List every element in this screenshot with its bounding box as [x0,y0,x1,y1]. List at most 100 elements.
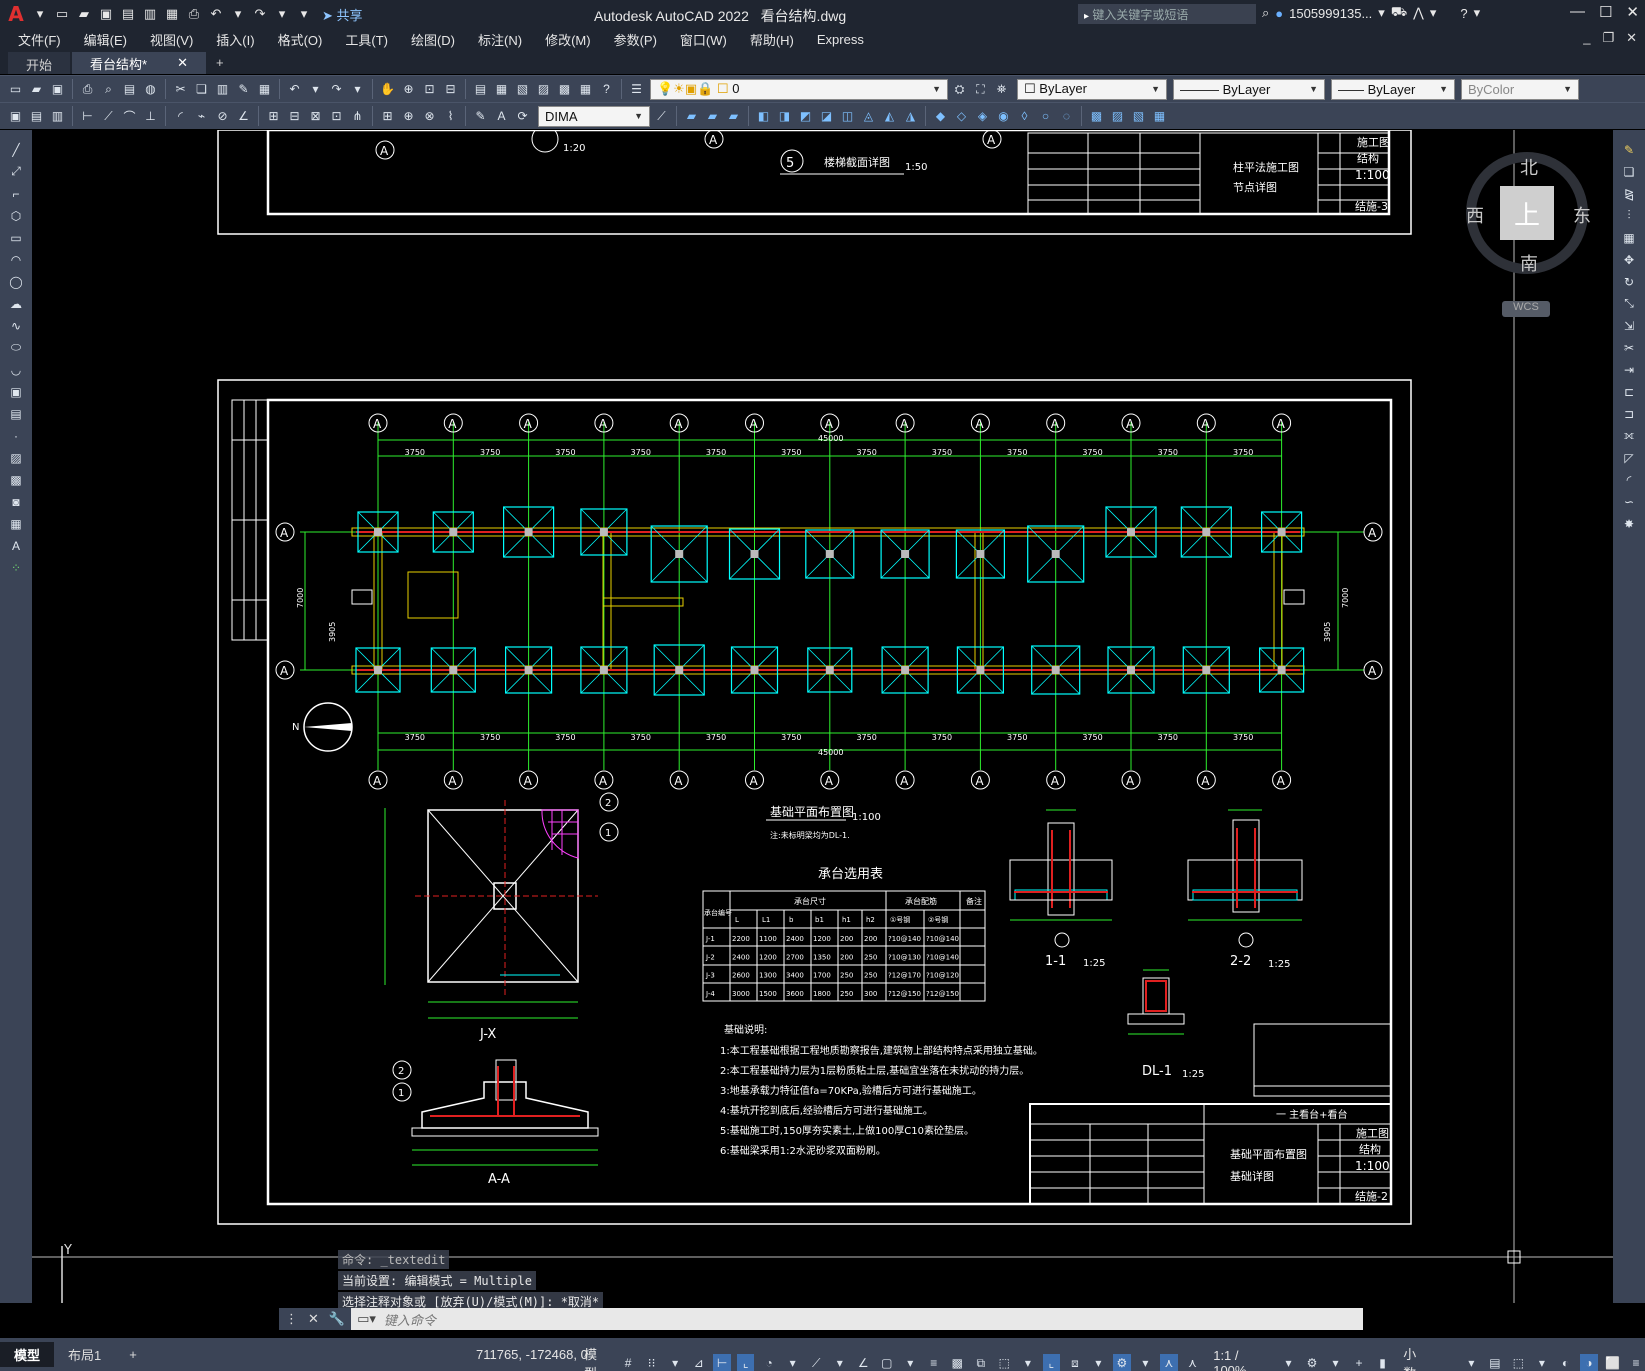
graphics-performance-icon[interactable]: ◑ [1580,1354,1598,1371]
menu-draw[interactable]: 绘图(D) [410,32,456,48]
customization-icon[interactable]: ≡ [1632,1356,1640,1370]
copy-object-icon[interactable]: ❏ [1623,164,1635,179]
undo-dropdown-icon[interactable]: ▾ [234,6,242,21]
drawing-canvas[interactable]: 柱平法施工图 节点详图 施工图 结构 1:100 结施-3 A A A 1:20… [32,130,1613,1303]
gradient-icon[interactable]: ▩ [10,472,22,487]
annotation-visibility-icon[interactable]: ⚙ [1113,1354,1131,1371]
continue-dim-icon[interactable]: ⊠ [310,109,321,123]
help-search-input[interactable]: ▸ 键入关键字或短语 [1078,4,1256,24]
spline-icon[interactable]: ∿ [10,318,22,333]
tb-icon-c7[interactable]: ◭ [884,109,895,123]
dim-style-icon[interactable]: ⟋ [657,108,666,123]
polar-dropdown-icon[interactable]: ▾ [789,1356,796,1370]
tb-icon-e1[interactable]: ▩ [1090,109,1103,123]
minimize-icon[interactable]: — [1569,3,1585,20]
tb-icon-b3[interactable]: ▰ [728,109,739,123]
help-icon[interactable]: ? [1460,5,1468,21]
tb-icon-e4[interactable]: ▦ [1153,109,1166,123]
grid-icon[interactable]: # [624,1356,632,1370]
3d-dwf-icon[interactable]: ◍ [145,82,156,96]
tb-icon-c1[interactable]: ◧ [757,109,770,123]
units-value[interactable]: 小数 [1403,1347,1417,1371]
compass-north[interactable]: 北 [1520,158,1538,178]
plot-icon[interactable]: ⎙ [82,81,93,96]
annotation-scale-icon[interactable]: ⋏ [1188,1356,1197,1370]
tb-icon-c4[interactable]: ◪ [820,109,833,123]
new-tab-button[interactable]: + [208,52,232,74]
chamfer-icon[interactable]: ◸ [1624,450,1634,465]
snap-icon[interactable]: ⁝⁝ [647,1356,656,1370]
tb-icon-d1[interactable]: ◆ [935,109,946,123]
jogged-dim-icon[interactable]: ⌁ [197,109,206,123]
ordinate-dim-icon[interactable]: ⊥ [145,109,156,123]
share-button[interactable]: ➤ 共享 [322,7,363,23]
user-icon[interactable]: ● [1275,5,1284,21]
menu-modify[interactable]: 修改(M) [545,32,591,48]
close-icon[interactable]: ✕ [1626,4,1639,21]
open-icon[interactable]: ▰ [31,82,42,96]
dim-break-icon[interactable]: ⋔ [352,109,363,123]
gizmo-dropdown-icon[interactable]: ▾ [1095,1356,1102,1370]
command-prompt-icon[interactable]: ▭▾ [357,1311,376,1326]
tb-icon-c6[interactable]: ◬ [863,109,874,123]
viewcube[interactable]: 上 北 南 东 西 [1466,152,1591,274]
tb-icon-d2[interactable]: ◇ [956,109,967,123]
erase-icon[interactable]: ✎ [1623,142,1635,157]
polygon-icon[interactable]: ⬡ [10,208,22,223]
menu-dimension[interactable]: 标注(N) [478,32,523,48]
redo-tb-icon[interactable]: ↷ [331,82,342,96]
revision-cloud-icon[interactable]: ☁ [10,296,22,311]
match-prop-icon[interactable]: ✎ [238,82,249,96]
tb-icon-c8[interactable]: ◮ [905,109,916,123]
tb-icon-b1[interactable]: ▰ [686,109,697,123]
insert-block-icon[interactable]: ▣ [10,384,22,399]
point-icon[interactable]: · [14,428,18,443]
lock-ui-icon[interactable]: ⬚ [1512,1356,1525,1370]
transparency-icon[interactable]: ▩ [951,1356,963,1370]
arc-length-icon[interactable]: ⌒ [123,109,136,124]
lineweight-toggle-icon[interactable]: ≡ [930,1356,938,1370]
tb-icon-c2[interactable]: ◨ [778,109,791,123]
polyline-icon[interactable]: ⌐ [12,186,20,201]
offset-icon[interactable]: ⫶ [1627,208,1631,222]
tb-icon-d5[interactable]: ◊ [1021,109,1028,123]
command-line[interactable]: ⋮ ✕ 🔧 ▭▾ 键入命令 [279,1308,1363,1330]
break-icon[interactable]: ⊐ [1623,406,1635,421]
tb-icon-e2[interactable]: ▨ [1111,109,1124,123]
search-icon[interactable]: ⌕ [1262,5,1270,20]
dimstyle-dropdown[interactable]: DIMA▼ [538,105,650,127]
layer-state-icon[interactable]: ⛯ [996,81,1007,96]
tab-layout1[interactable]: 布局1 [68,1348,102,1363]
print-icon[interactable]: ⎙ [188,6,200,21]
annotation-monitor-icon[interactable]: + [1355,1356,1363,1370]
grip-icon[interactable]: ⋮ [285,1311,298,1326]
pan-icon[interactable]: ✋ [380,82,395,96]
tb-icon-a3[interactable]: ▥ [51,109,64,123]
markup-icon[interactable]: ▩ [558,82,571,96]
a360-dropdown-icon[interactable]: ▾ [1429,5,1437,20]
move-icon[interactable]: ✥ [1623,252,1635,267]
selection-cycling-icon[interactable]: ⧉ [976,1355,986,1370]
tb-icon-d3[interactable]: ◈ [977,109,988,123]
menu-view[interactable]: 视图(V) [149,32,194,48]
tab-document[interactable]: 看台结构*✕ [72,52,206,74]
mirror-icon[interactable]: ⧎ [1623,186,1635,201]
inspect-icon[interactable]: ⊗ [424,109,435,123]
dim-space-icon[interactable]: ⊡ [331,109,342,123]
copy-icon[interactable]: ❏ [196,82,207,96]
doc-close-icon[interactable]: ✕ [1626,30,1637,45]
redo-dropdown-icon[interactable]: ▾ [278,6,286,21]
construction-line-icon[interactable]: ⤢ [11,164,21,178]
cart-icon[interactable]: ⛟ [1390,4,1408,19]
properties-icon[interactable]: ▤ [474,82,487,96]
compass-south[interactable]: 南 [1520,254,1538,274]
help-tb-icon[interactable]: ? [603,82,610,96]
tb-icon-a2[interactable]: ▤ [30,109,43,123]
tb-icon-b2[interactable]: ▰ [707,109,718,123]
cut-icon[interactable]: ✂ [175,82,186,96]
color-dropdown[interactable]: ☐ ByLayer▼ [1017,78,1167,100]
linear-dim-icon[interactable]: ⊢ [82,109,93,123]
menu-insert[interactable]: 插入(I) [216,32,255,48]
tb-icon-e3[interactable]: ▧ [1132,109,1145,123]
customize-qat-icon[interactable]: ▾ [300,6,308,21]
